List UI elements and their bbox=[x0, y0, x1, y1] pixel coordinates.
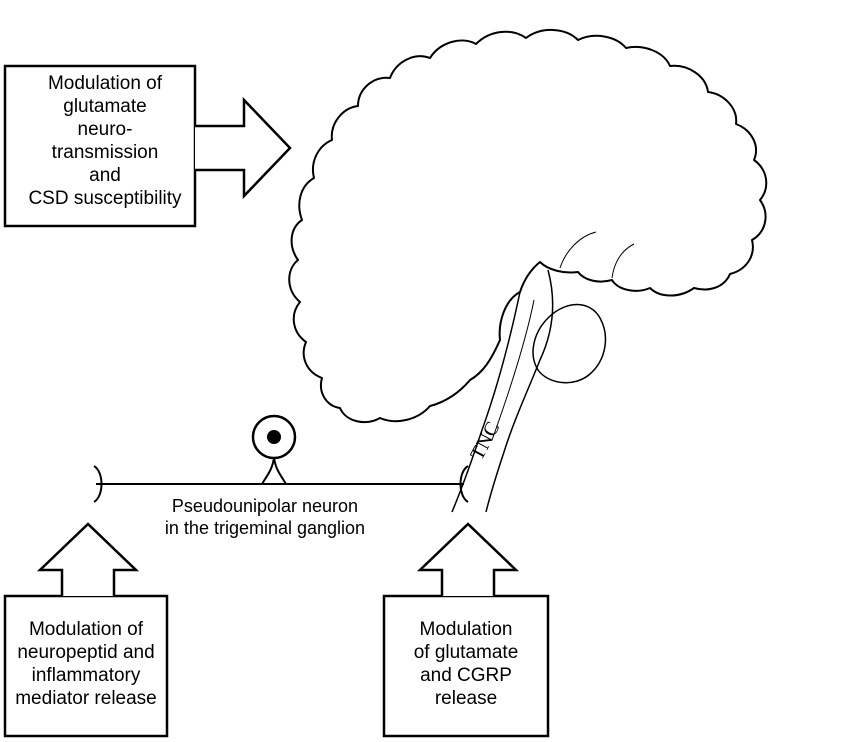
neuron-peripheral-ending bbox=[93, 465, 103, 503]
arrow-up-right bbox=[416, 522, 520, 596]
brainstem-outline bbox=[451, 291, 521, 513]
brainstem-outline bbox=[485, 269, 554, 513]
neuron-nucleus bbox=[267, 430, 281, 444]
cerebellum-outline bbox=[532, 303, 607, 384]
brain-sulcus-line bbox=[611, 243, 635, 279]
arrow-up-left bbox=[36, 522, 140, 596]
arrow-right bbox=[195, 96, 292, 200]
brain-sulcus-line bbox=[559, 231, 597, 269]
neuron-central-ending bbox=[459, 465, 469, 503]
neuron-label-line: in the trigeminal ganglion bbox=[164, 518, 366, 538]
brain-cerebrum-outline bbox=[288, 29, 768, 424]
box-bottom-right bbox=[382, 594, 550, 738]
neuron-label-line: Pseudounipolar neuron bbox=[171, 496, 359, 516]
brainstem-inner-line bbox=[491, 299, 535, 441]
box-top-left bbox=[3, 64, 197, 228]
box-bottom-left bbox=[3, 594, 169, 738]
neuron-label: Pseudounipolar neuron in the trigeminal … bbox=[130, 495, 400, 539]
neuron-stalk bbox=[261, 457, 287, 485]
